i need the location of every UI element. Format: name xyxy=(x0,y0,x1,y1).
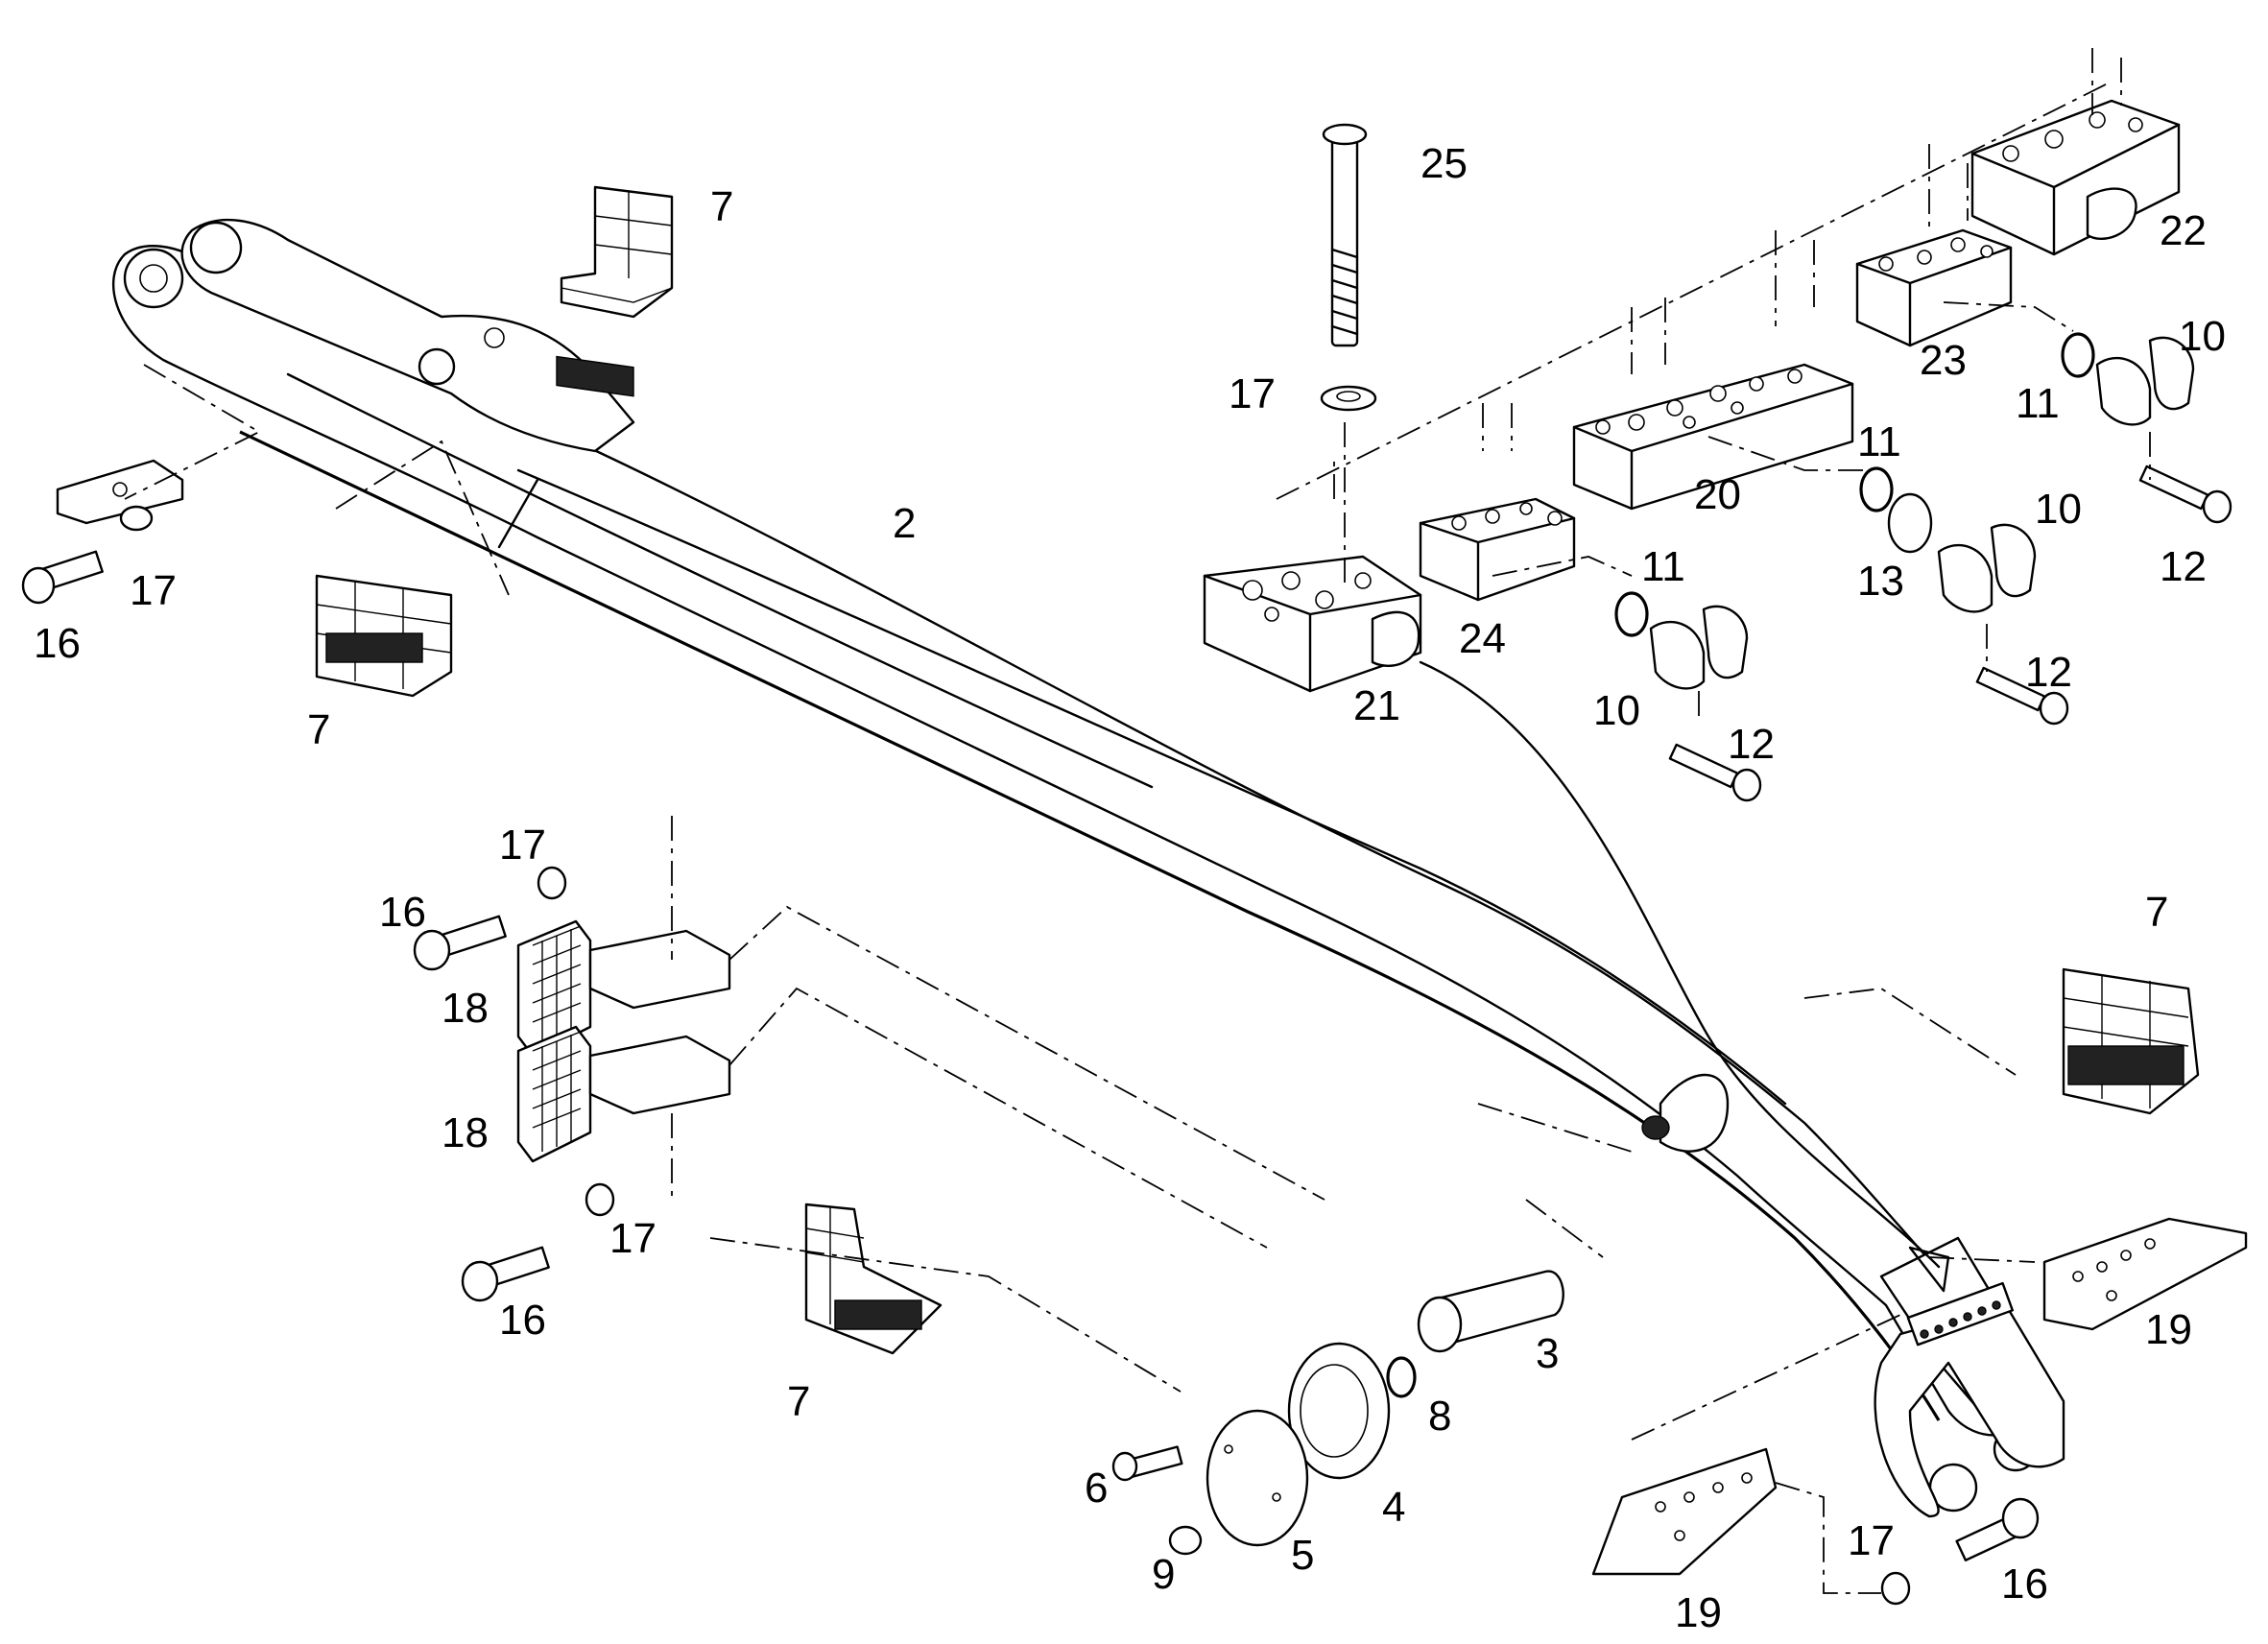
step-platform-7a xyxy=(556,185,674,397)
label-3: 3 xyxy=(1536,1330,1559,1377)
valve-block-assembly xyxy=(1203,48,2232,802)
label-10-top: 10 xyxy=(2179,313,2226,360)
label-7-top: 7 xyxy=(710,183,733,230)
bracket xyxy=(21,459,184,605)
bolt-16-a xyxy=(413,866,567,971)
label-7-left: 7 xyxy=(307,706,330,753)
label-7-bottom: 7 xyxy=(787,1378,810,1425)
label-12-low: 12 xyxy=(1728,721,1775,768)
label-8: 8 xyxy=(1428,1393,1451,1440)
label-4: 4 xyxy=(1382,1484,1405,1531)
label-18-top: 18 xyxy=(442,985,489,1032)
bolt-16-b xyxy=(461,1182,615,1302)
label-17-top: 17 xyxy=(1229,370,1276,417)
label-7-right: 7 xyxy=(2145,889,2168,936)
pin-assembly xyxy=(1111,1073,1730,1556)
part-labels: 25 7 22 10 23 11 17 11 20 10 2 11 13 12 … xyxy=(34,140,2226,1636)
label-11-top: 11 xyxy=(2016,380,2060,427)
label-10-low: 10 xyxy=(1593,687,1640,734)
label-17-steps-bottom: 17 xyxy=(609,1215,657,1262)
cap-screw-12b xyxy=(1975,666,2069,726)
step-platform-7c xyxy=(2062,967,2200,1115)
label-25: 25 xyxy=(1420,140,1468,187)
label-6: 6 xyxy=(1085,1465,1108,1512)
label-9: 9 xyxy=(1152,1551,1175,1598)
label-17-steps-top: 17 xyxy=(499,822,546,869)
label-17-left: 17 xyxy=(130,567,177,614)
label-20: 20 xyxy=(1694,471,1741,518)
label-22: 22 xyxy=(2160,207,2207,254)
plate-19-right xyxy=(2042,1217,2248,1331)
label-10-mid: 10 xyxy=(2035,486,2082,533)
label-19-left: 19 xyxy=(1675,1589,1722,1636)
label-12-right: 12 xyxy=(2160,543,2207,590)
label-13: 13 xyxy=(1857,558,1904,605)
label-16-bottom-right: 16 xyxy=(2001,1561,2048,1608)
label-21: 21 xyxy=(1353,682,1400,729)
boom-arm xyxy=(111,218,2065,1518)
label-16-left: 16 xyxy=(34,620,81,667)
label-17-bottom-right: 17 xyxy=(1848,1517,1895,1564)
label-11-low: 11 xyxy=(1641,543,1685,590)
label-23: 23 xyxy=(1920,337,1967,384)
label-11-mid: 11 xyxy=(1857,418,1901,465)
cap-screw-12a xyxy=(1668,743,1762,802)
cap-screw-12c xyxy=(2138,465,2232,524)
label-16-steps-bottom: 16 xyxy=(499,1297,546,1344)
bolt-16-c xyxy=(1880,1497,2040,1606)
label-2: 2 xyxy=(893,500,916,547)
label-18-bottom: 18 xyxy=(442,1109,489,1156)
step-platform-7d xyxy=(804,1203,943,1355)
plate-19-left xyxy=(1591,1447,1778,1576)
label-19-right: 19 xyxy=(2145,1306,2192,1353)
label-5: 5 xyxy=(1291,1532,1314,1579)
label-12-mid: 12 xyxy=(2025,649,2072,696)
step-tread-18a xyxy=(516,919,731,1058)
step-platform-7b xyxy=(315,574,453,698)
label-16-steps-top: 16 xyxy=(379,889,426,936)
label-24: 24 xyxy=(1459,615,1506,662)
step-tread-18b xyxy=(516,1025,731,1163)
